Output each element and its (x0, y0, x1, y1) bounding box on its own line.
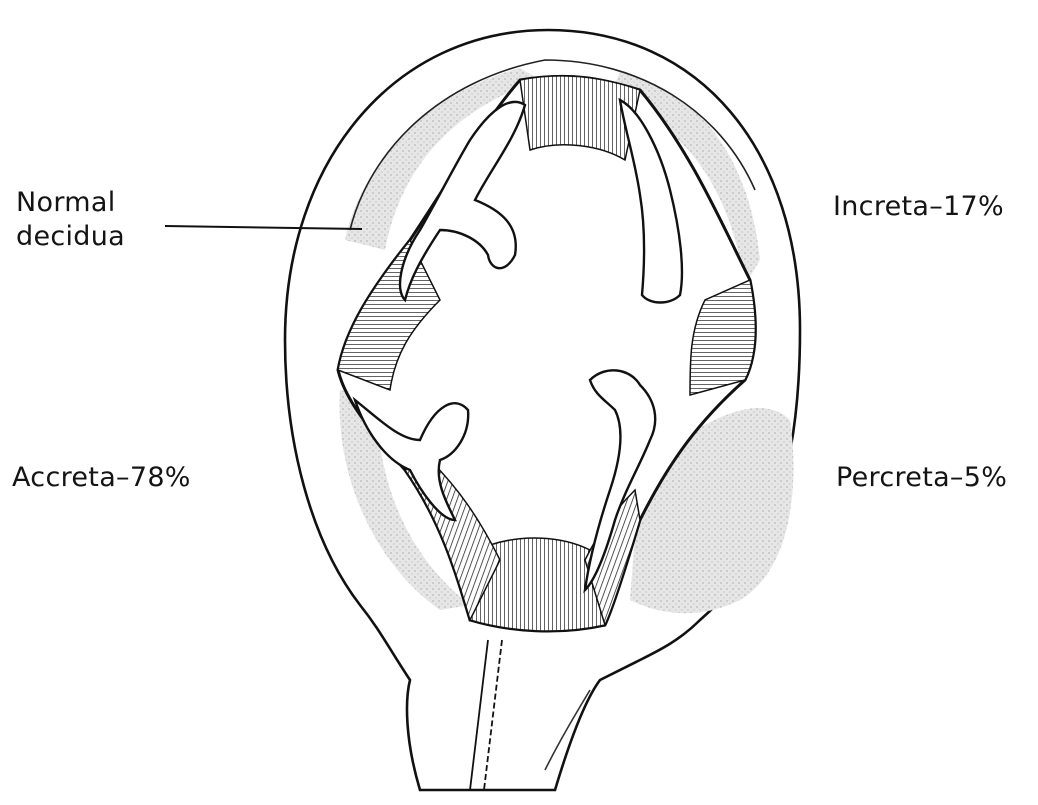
accreta-label: Accreta–78% (12, 461, 191, 495)
normal-decidua-label-line2: decidua (16, 220, 125, 254)
normal-decidua-label: Normal decidua (16, 186, 125, 254)
increta-label: Increta–17% (833, 190, 1004, 224)
percreta-label: Percreta–5% (836, 461, 1007, 495)
normal-decidua-label-line1: Normal (16, 186, 125, 220)
